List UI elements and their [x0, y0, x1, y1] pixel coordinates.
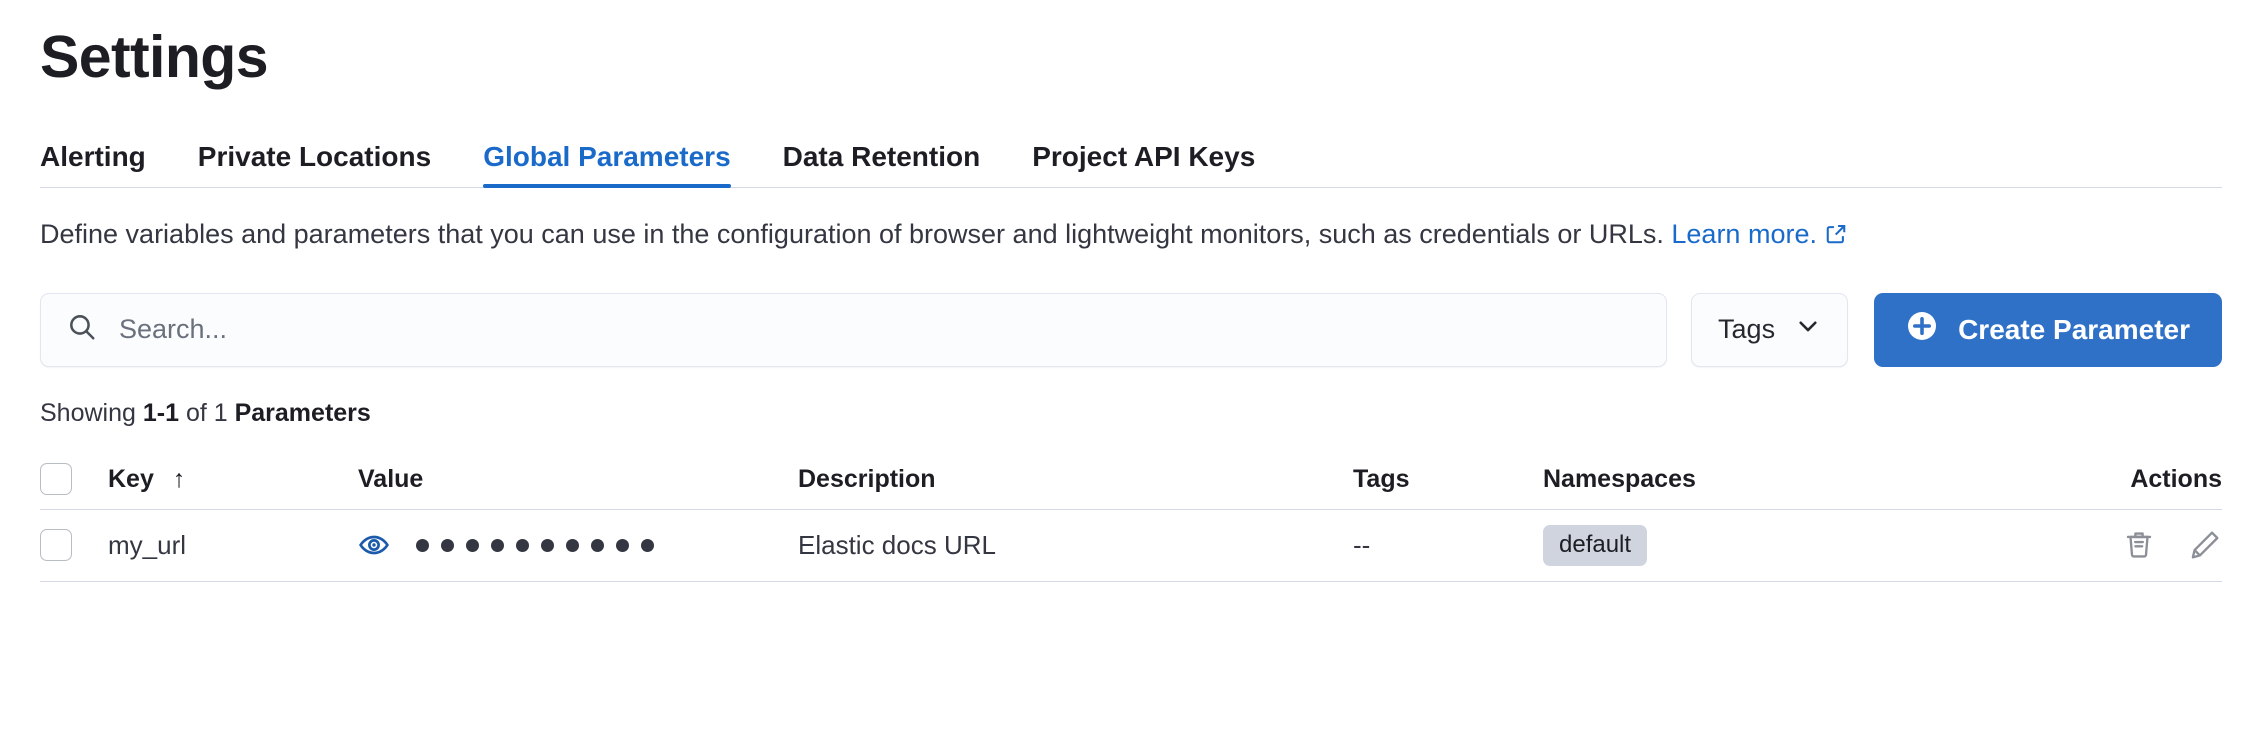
- cell-actions: [1992, 528, 2222, 562]
- cell-namespaces: default: [1543, 525, 1992, 566]
- tab-label: Project API Keys: [1032, 140, 1256, 172]
- select-all-cell: [40, 463, 108, 496]
- tab-project-api-keys[interactable]: Project API Keys: [1006, 140, 1281, 187]
- results-middle: of 1: [179, 398, 235, 427]
- page-title: Settings: [40, 24, 269, 90]
- tab-private-locations[interactable]: Private Locations: [172, 140, 457, 187]
- create-parameter-label: Create Parameter: [1958, 313, 2190, 345]
- column-header-label: Namespaces: [1543, 464, 1696, 493]
- tab-label: Data Retention: [782, 140, 981, 172]
- external-link-icon: [1825, 216, 1847, 257]
- description-body: Define variables and parameters that you…: [40, 218, 1664, 249]
- settings-tabs: Alerting Private Locations Global Parame…: [40, 126, 2222, 189]
- tags-filter-label: Tags: [1718, 314, 1776, 345]
- column-header-label: Tags: [1353, 464, 1410, 493]
- masked-value-dots: [416, 538, 654, 552]
- create-parameter-button[interactable]: Create Parameter: [1874, 292, 2222, 367]
- tab-alerting[interactable]: Alerting: [40, 140, 172, 187]
- mask-dot: [441, 538, 454, 552]
- toolbar-row: Search... Tags Create Parameter: [40, 292, 2222, 367]
- description-text: Define variables and parameters that you…: [40, 214, 2220, 257]
- column-header-key[interactable]: Key ↑: [108, 465, 358, 494]
- search-placeholder: Search...: [119, 314, 228, 345]
- mask-dot: [516, 538, 529, 552]
- row-select-checkbox[interactable]: [40, 529, 72, 562]
- column-header-namespaces[interactable]: Namespaces: [1543, 465, 1992, 494]
- column-header-label: Value: [358, 464, 424, 493]
- tags-filter-dropdown[interactable]: Tags: [1691, 292, 1849, 367]
- chevron-down-icon: [1795, 313, 1821, 346]
- mask-dot: [541, 538, 554, 552]
- cell-value: [358, 529, 798, 561]
- select-all-checkbox[interactable]: [40, 463, 72, 496]
- cell-description: Elastic docs URL: [798, 529, 996, 560]
- search-icon: [67, 312, 97, 347]
- column-header-actions: Actions: [1992, 465, 2222, 494]
- tab-label: Alerting: [40, 140, 146, 172]
- tab-global-parameters[interactable]: Global Parameters: [457, 140, 756, 189]
- mask-dot: [416, 538, 429, 552]
- column-header-value[interactable]: Value: [358, 465, 798, 494]
- arrow-up-icon: ↑: [172, 464, 186, 493]
- eye-icon[interactable]: [358, 529, 390, 561]
- results-noun: Parameters: [234, 398, 371, 427]
- plus-in-circle-icon: [1906, 310, 1938, 349]
- namespace-badge: default: [1543, 525, 1648, 566]
- column-header-label: Key: [108, 464, 154, 493]
- learn-more-link[interactable]: Learn more.: [1671, 218, 1817, 249]
- results-count: Showing 1-1 of 1 Parameters: [40, 399, 2222, 428]
- mask-dot: [566, 538, 579, 552]
- cell-key: my_url: [108, 529, 187, 560]
- trash-icon[interactable]: [2122, 528, 2156, 562]
- table-row: my_url: [40, 510, 2222, 582]
- mask-dot: [591, 538, 604, 552]
- results-prefix: Showing: [40, 398, 143, 427]
- tab-data-retention[interactable]: Data Retention: [757, 140, 1007, 187]
- pencil-icon[interactable]: [2188, 528, 2222, 562]
- mask-dot: [491, 538, 504, 552]
- table-header-row: Key ↑ Value Description Tags Namespaces …: [40, 450, 2222, 510]
- row-select-cell: [40, 529, 108, 562]
- search-input[interactable]: Search...: [40, 292, 1668, 367]
- results-range: 1-1: [142, 398, 179, 427]
- mask-dot: [616, 538, 629, 552]
- parameters-table: Key ↑ Value Description Tags Namespaces …: [40, 450, 2222, 582]
- tab-label: Private Locations: [197, 140, 432, 172]
- mask-dot: [641, 538, 654, 552]
- tab-label: Global Parameters: [483, 140, 731, 172]
- column-header-tags[interactable]: Tags: [1353, 465, 1543, 494]
- mask-dot: [466, 538, 479, 552]
- column-header-description[interactable]: Description: [798, 465, 1353, 494]
- column-header-label: Actions: [2130, 464, 2222, 493]
- cell-tags: --: [1353, 529, 1371, 560]
- column-header-label: Description: [798, 464, 936, 493]
